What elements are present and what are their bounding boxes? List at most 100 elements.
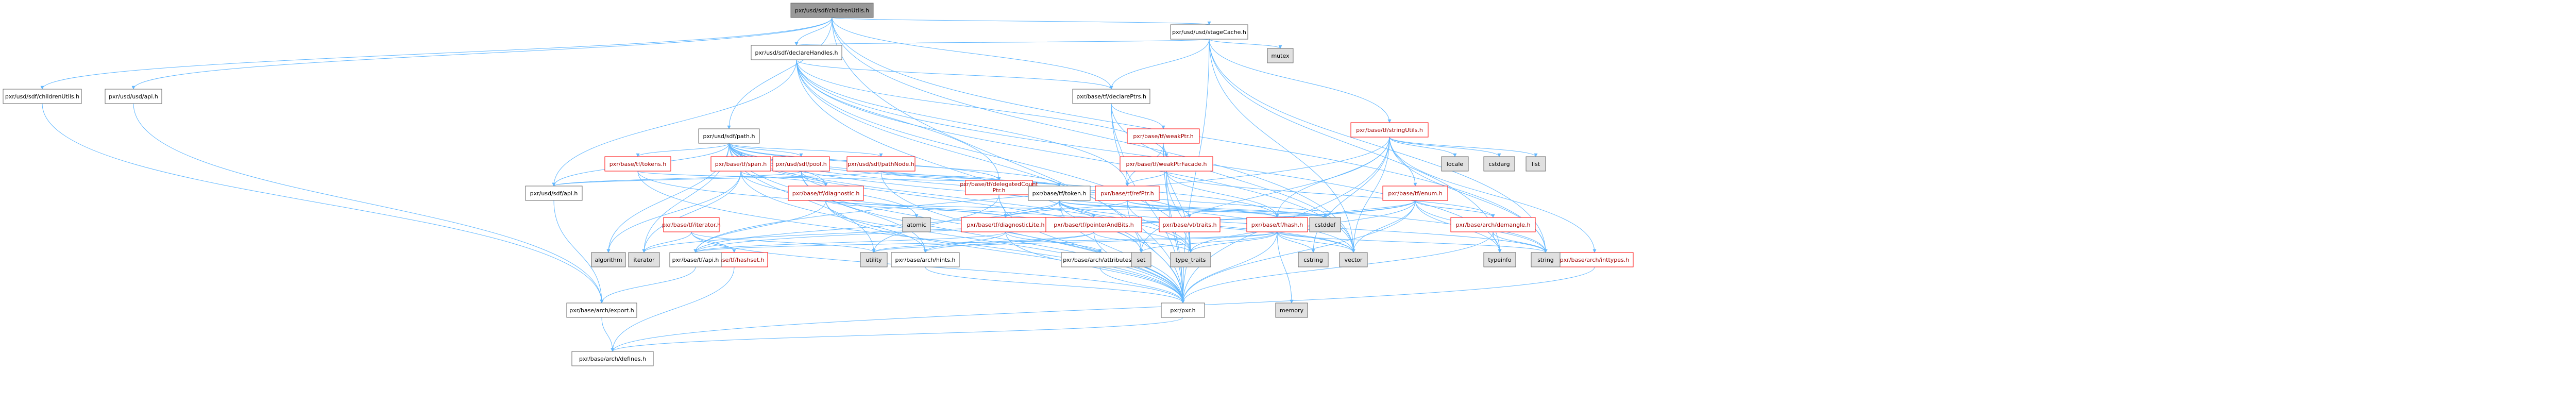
node-label: string [1537, 257, 1554, 263]
edge-tfHash-pxr [1181, 231, 1278, 304]
edge-tfEnum-vector [1351, 200, 1416, 253]
node-tfToken[interactable]: pxr/base/tf/token.h [1028, 186, 1091, 201]
edge-delegatedCountPtr-utility [872, 194, 999, 253]
edge-tfApi-archExport [600, 266, 696, 304]
node-locale: locale [1441, 156, 1469, 172]
edge-tfEnum-pxr [1181, 200, 1416, 304]
edge-root-declarePtrs [832, 17, 1113, 90]
node-tfHash[interactable]: pxr/base/tf/hash.h [1246, 217, 1308, 232]
edge-root-usdApi [131, 17, 833, 90]
node-archInttypes[interactable]: pxr/base/arch/inttypes.h [1555, 252, 1634, 267]
edge-stageCache-typeinfo [1209, 39, 1502, 253]
node-label: utility [866, 257, 882, 263]
node-archHints[interactable]: pxr/base/arch/hints.h [891, 252, 960, 267]
edge-declareHandles-sdfApi [552, 59, 797, 187]
node-label: pxr/base/tf/iterator.h [662, 222, 721, 228]
node-archExport[interactable]: pxr/base/arch/export.h [566, 302, 637, 318]
edge-sdfTokens-vector [637, 171, 1355, 253]
node-pointerAndBits[interactable]: pxr/base/tf/pointerAndBits.h [1045, 217, 1142, 232]
node-pxr[interactable]: pxr/pxr.h [1161, 302, 1205, 318]
node-tfEnum[interactable]: pxr/base/tf/enum.h [1382, 186, 1448, 201]
node-iterator: iterator [628, 252, 660, 267]
node-root[interactable]: pxr/usd/sdf/childrenUtils.h [790, 3, 874, 18]
node-utility: utility [860, 252, 888, 267]
node-label: pxr/usd/sdf/api.h [530, 190, 578, 197]
edge-tfToken-tfHash [1059, 200, 1279, 218]
node-tfDiagnostic[interactable]: pxr/base/tf/diagnostic.h [788, 186, 864, 201]
edge-tfDiagnostic-cstddef [825, 200, 1327, 218]
edge-sdfApi2-archExport [42, 103, 604, 304]
edge-stageCache-mutex [1209, 39, 1282, 49]
node-stringUtils[interactable]: pxr/base/tf/stringUtils.h [1350, 122, 1429, 138]
node-weakPtrFacade[interactable]: pxr/base/tf/weakPtrFacade.h [1120, 156, 1213, 172]
edge-pathNode-sdfApi [552, 171, 882, 187]
edge-tfDiagnostic-tfApi [693, 200, 826, 253]
edge-pointerAndBits-archHints [923, 231, 1094, 253]
node-archAttributes[interactable]: pxr/base/arch/attributes.h [1061, 252, 1139, 267]
edge-pxr-archDefines [611, 317, 1183, 352]
node-declarePtrs[interactable]: pxr/base/tf/declarePtrs.h [1072, 89, 1150, 104]
edge-tfHash-utility [872, 231, 1278, 253]
edge-pathNode-tfToken [880, 171, 1061, 187]
node-label: pxr/usd/sdf/pathNode.h [848, 161, 914, 167]
node-label: pxr/usd/sdf/path.h [703, 133, 755, 140]
edge-tfIter-hashFunc [691, 231, 736, 253]
node-cstddef: cstddef [1309, 217, 1341, 232]
node-algorithm: algorithm [591, 252, 626, 267]
edge-declareHandles-refPtr [796, 59, 1129, 187]
node-vector: vector [1339, 252, 1368, 267]
node-tfIter[interactable]: pxr/base/tf/iterator.h [662, 217, 721, 232]
node-label: mutex [1271, 53, 1290, 59]
node-sdfApi[interactable]: pxr/usd/sdf/api.h [525, 186, 583, 201]
edge-stringUtils-archInttypes [1389, 137, 1597, 253]
node-tfApi[interactable]: pxr/base/tf/api.h [669, 252, 722, 267]
node-sdfPath[interactable]: pxr/usd/sdf/path.h [698, 128, 760, 144]
node-archDefines[interactable]: pxr/base/arch/defines.h [571, 351, 654, 366]
node-vtTraits[interactable]: pxr/base/vt/traits.h [1159, 217, 1221, 232]
node-tfSpan[interactable]: pxr/base/tf/span.h [710, 156, 771, 172]
node-label: pxr/usd/usd/api.h [109, 93, 158, 100]
edge-sdfPath-sdfPool [728, 143, 803, 157]
node-label: pxr/base/vt/traits.h [1162, 222, 1216, 228]
edge-archInttypes-archDefines [611, 266, 1595, 352]
edge-tfToken-diagnosticLite [1004, 200, 1060, 218]
node-sdfTokens[interactable]: pxr/base/tf/tokens.h [604, 156, 671, 172]
node-label: pxr/base/tf/enum.h [1388, 190, 1442, 197]
edge-stringUtils-locale [1389, 137, 1457, 157]
node-safeTypeCompare[interactable]: pxr/base/arch/demangle.h [1450, 217, 1536, 232]
edge-pathNode-delegatedCountPtr [880, 171, 1001, 181]
node-stageCache[interactable]: pxr/usd/usd/stageCache.h [1170, 24, 1248, 40]
node-label: pxr/base/tf/span.h [715, 161, 767, 167]
node-declareHandles[interactable]: pxr/usd/sdf/declareHandles.h [751, 45, 842, 60]
node-set: set [1131, 252, 1151, 267]
edge-pointerAndBits-pxr [1093, 231, 1185, 304]
edge-tfToken-cstddef [1059, 200, 1327, 218]
edge-weakPtrFacade-refPtr [1125, 171, 1167, 187]
edge-tfEnum-safeTypeCompare [1415, 200, 1495, 218]
edge-stringUtils-cstdarg [1389, 137, 1501, 157]
edge-declareHandles-declarePtrs [796, 59, 1113, 90]
node-label: pxr/base/tf/refPtr.h [1100, 190, 1154, 197]
node-sdfApi2[interactable]: pxr/usd/sdf/childrenUtils.h [3, 89, 82, 104]
node-pathNode[interactable]: pxr/usd/sdf/pathNode.h [846, 156, 916, 172]
edge-stageCache-string [1209, 39, 1548, 253]
edge-tfDiagnostic-pxr [825, 200, 1185, 304]
node-weakPtr[interactable]: pxr/base/tf/weakPtr.h [1127, 128, 1200, 144]
edge-usdApi-archExport [133, 103, 604, 304]
edge-weakPtrFacade-tfHash [1166, 171, 1279, 218]
node-cstdarg: cstdarg [1483, 156, 1515, 172]
node-sdfPool[interactable]: pxr/usd/sdf/pool.h [772, 156, 830, 172]
edge-tfSpan-pxr [740, 171, 1185, 304]
edge-tfHash-cstring [1277, 231, 1315, 253]
node-label: iterator [634, 257, 655, 263]
edge-sdfTokens-tfToken [637, 171, 1061, 187]
node-diagnosticLite[interactable]: pxr/base/tf/diagnosticLite.h [961, 217, 1050, 232]
edge-pointerAndBits-typeTraits [1093, 231, 1193, 253]
node-usdApi[interactable]: pxr/usd/usd/api.h [105, 89, 162, 104]
edge-declareHandles-typeinfo [796, 59, 1502, 253]
node-label: pxr/base/tf/weakPtr.h [1133, 133, 1193, 140]
node-refPtr[interactable]: pxr/base/tf/refPtr.h [1095, 186, 1160, 201]
node-label: pxr/base/tf/stringUtils.h [1356, 127, 1423, 133]
edge-diagnosticLite-archHints [923, 231, 1006, 253]
